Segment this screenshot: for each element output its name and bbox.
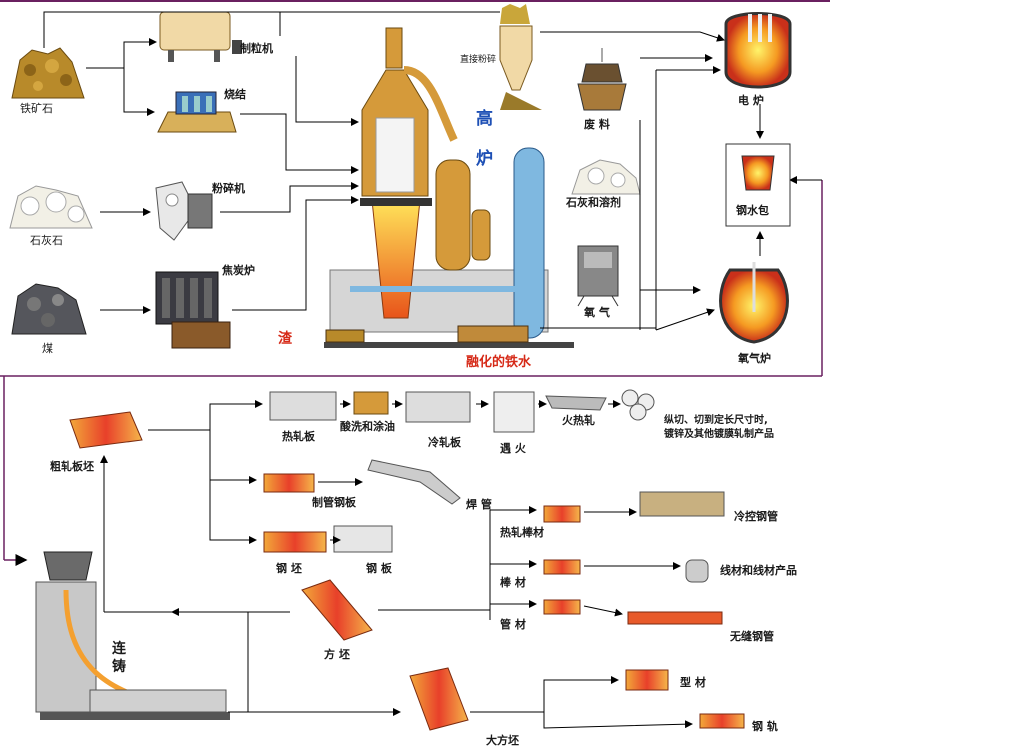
- continuous-caster: [35, 551, 230, 720]
- label-coal: 煤: [42, 342, 53, 355]
- label-tube-stock: 管 材: [500, 618, 526, 631]
- label-hot-strip: 热轧板: [282, 430, 315, 443]
- pelletizer-machine: [159, 11, 242, 62]
- label-eaf: 电 炉: [738, 94, 764, 107]
- oxygen-plant: [577, 245, 619, 307]
- electric-arc-furnace: [724, 12, 792, 89]
- crusher-machine: [155, 181, 213, 241]
- label-pipe-plate: 制管钢板: [312, 496, 356, 509]
- product-icons: [69, 389, 745, 731]
- label-anneal: 遇 火: [500, 442, 526, 455]
- label-wire: 线材和线材产品: [720, 564, 797, 577]
- label-bf-title-1: 高: [476, 109, 493, 129]
- label-pelletizer: 制粒机: [240, 42, 273, 55]
- label-slit-note-1: 纵切、切到定长尺寸时,: [664, 415, 768, 426]
- label-bof: 氧气炉: [738, 352, 771, 365]
- label-cold-strip: 冷轧板: [428, 436, 461, 449]
- iron-ore-pile: [11, 47, 85, 99]
- direct-crush-unit: [499, 4, 542, 110]
- label-billet: 方 坯: [324, 648, 350, 661]
- label-sinter: 烧结: [224, 88, 246, 101]
- label-molten-iron: 融化的铁水: [466, 355, 532, 370]
- label-scrap: 废 料: [584, 118, 610, 131]
- label-iron-ore: 铁矿石: [20, 102, 53, 115]
- label-section: 型 材: [680, 676, 706, 689]
- label-limestone: 石灰石: [30, 234, 63, 247]
- label-slit-note-2: 镀锌及其他镀膜轧制产品: [664, 429, 774, 440]
- label-caster-1: 连: [112, 641, 126, 657]
- label-ladle: 钢水包: [736, 204, 769, 217]
- label-bar: 棒 材: [500, 576, 526, 589]
- label-coke-oven: 焦炭炉: [222, 264, 255, 277]
- label-crusher: 粉碎机: [212, 182, 245, 195]
- label-bloom: 大方坯: [486, 734, 519, 747]
- coal-pile: [11, 283, 87, 335]
- flow-lines: [43, 11, 764, 729]
- label-lime-flux: 石灰和溶剂: [566, 196, 621, 209]
- label-seamless: 无缝钢管: [730, 630, 774, 643]
- label-welded-pipe: 焊 管: [466, 498, 492, 511]
- label-pickle-oil: 酸洗和涂油: [340, 420, 395, 433]
- label-rail: 钢 轨: [752, 720, 778, 733]
- label-temper: 火热轧: [562, 414, 595, 427]
- ladle: [725, 143, 791, 227]
- label-rough-slab: 粗轧板坯: [50, 460, 94, 473]
- label-direct-crush: 直接粉碎: [460, 55, 497, 65]
- label-bf-title-2: 炉: [476, 149, 493, 169]
- limestone-pile: [9, 185, 93, 229]
- coke-oven: [155, 271, 231, 349]
- label-hot-bar: 热轧棒材: [500, 526, 544, 539]
- blast-furnace: [324, 27, 574, 348]
- label-slag: 渣: [278, 331, 292, 347]
- label-steel-plate: 钢 板: [366, 562, 392, 575]
- label-caster-2: 铸: [112, 659, 126, 675]
- label-billet-plate: 钢 坯: [276, 562, 302, 575]
- label-cold-tube: 冷控钢管: [734, 510, 778, 523]
- lime-flux-pile: [571, 159, 641, 195]
- sinter-machine: [157, 91, 237, 133]
- scrap-magnet: [577, 48, 627, 111]
- label-oxygen: 氧 气: [584, 306, 610, 319]
- oxygen-converter: [719, 262, 789, 344]
